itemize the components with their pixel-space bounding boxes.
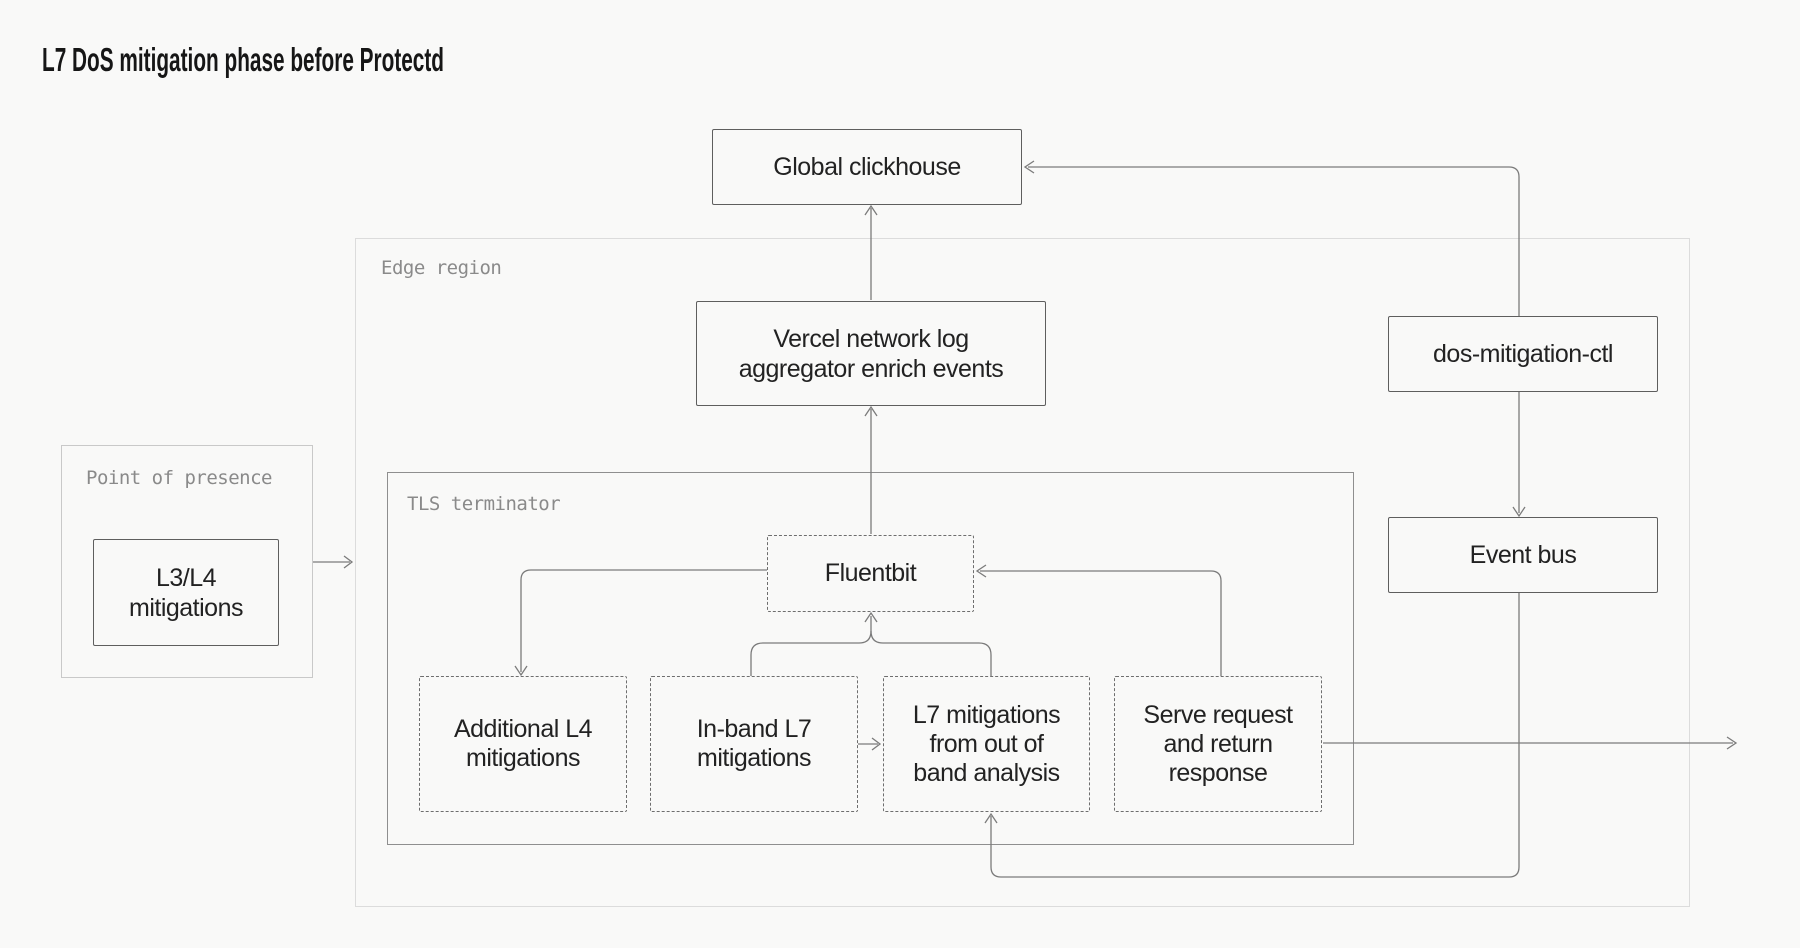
node-label: Fluentbit xyxy=(824,559,917,587)
node-event-bus: Event bus xyxy=(1388,517,1658,593)
node-label: Additional L4 xyxy=(453,715,593,743)
node-label: Vercel network log xyxy=(773,324,969,353)
tls-terminator-label: TLS terminator xyxy=(407,493,561,515)
node-additional-l4: Additional L4 mitigations xyxy=(419,676,627,812)
node-label: mitigations xyxy=(129,593,244,622)
node-l3-l4-mitigations: L3/L4 mitigations xyxy=(93,539,279,646)
node-label: L7 mitigations xyxy=(912,700,1061,729)
page-title: L7 DoS mitigation phase before Protectd xyxy=(42,41,444,78)
arrowhead-down-icon xyxy=(1512,506,1526,518)
connector-inband-to-fluentbit xyxy=(750,630,872,676)
node-fluentbit: Fluentbit xyxy=(767,535,974,612)
node-label: Global clickhouse xyxy=(773,153,961,181)
node-label: band analysis xyxy=(913,758,1060,787)
arrowhead-right-icon xyxy=(343,555,354,569)
node-label: response xyxy=(1168,758,1268,787)
node-label: mitigations xyxy=(466,744,581,772)
arrowhead-right-icon xyxy=(1726,736,1738,750)
node-label: dos-mitigation-ctl xyxy=(1433,340,1613,368)
arrowhead-up-icon xyxy=(864,405,878,417)
node-label: from out of xyxy=(929,729,1045,758)
edge-region-label: Edge region xyxy=(381,257,502,279)
node-dos-mitigation-ctl: dos-mitigation-ctl xyxy=(1388,316,1658,392)
arrowhead-left-icon xyxy=(1023,160,1035,174)
point-of-presence-container: Point of presence xyxy=(61,445,313,678)
node-label: and return xyxy=(1163,729,1273,758)
node-label: mitigations xyxy=(697,744,812,772)
arrowhead-up-icon xyxy=(864,611,878,623)
node-label: Serve request xyxy=(1143,700,1293,729)
node-l7-out-of-band: L7 mitigations from out of band analysis xyxy=(883,676,1090,812)
arrowhead-left-icon xyxy=(975,564,987,578)
connector-eventbus-to-l7oob xyxy=(990,593,1520,878)
connector-ctl-to-clickhouse xyxy=(1028,166,1520,316)
node-label: In-band L7 xyxy=(696,715,812,743)
arrowhead-right-icon xyxy=(871,737,882,751)
node-global-clickhouse: Global clickhouse xyxy=(712,129,1022,205)
edge-region-container: Edge region xyxy=(355,238,1690,907)
node-label: L3/L4 xyxy=(155,563,217,592)
node-label: Event bus xyxy=(1469,541,1577,569)
node-serve-request: Serve request and return response xyxy=(1114,676,1322,812)
connector-serve-to-fluentbit xyxy=(980,570,1222,676)
arrowhead-up-icon xyxy=(984,812,998,824)
connector-l7oob-to-fluentbit xyxy=(870,616,992,676)
arrowhead-up-icon xyxy=(864,204,878,216)
node-vercel-aggregator: Vercel network log aggregator enrich eve… xyxy=(696,301,1046,406)
point-of-presence-label: Point of presence xyxy=(86,467,272,489)
node-inband-l7: In-band L7 mitigations xyxy=(650,676,858,812)
arrowhead-down-icon xyxy=(514,665,528,677)
node-label: aggregator enrich events xyxy=(738,354,1004,383)
connector-fluentbit-to-l4 xyxy=(520,569,767,672)
